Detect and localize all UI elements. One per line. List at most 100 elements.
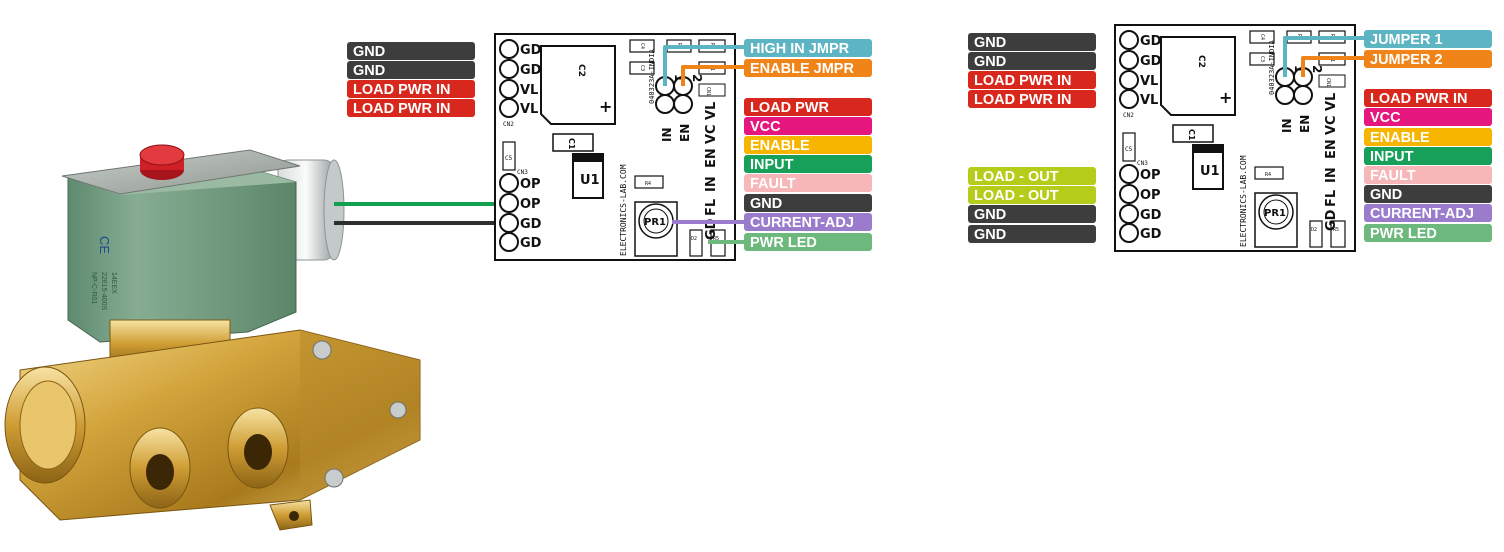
right-pin-label-bg: [744, 233, 872, 251]
left-pin-label-bg: [347, 99, 475, 117]
left-pin-label-text: LOAD - OUT: [974, 169, 1059, 185]
jumper-in-label: IN: [660, 127, 674, 142]
valve-label-1: NP-C-R01: [90, 272, 97, 304]
jumper-label-bg: [1364, 30, 1492, 48]
cn2-pin-pad: [499, 79, 519, 99]
cn3-pin-label: GD: [1140, 208, 1162, 223]
right-pin-label-text: CURRENT-ADJ: [750, 215, 854, 231]
r5-label: R5: [713, 236, 719, 242]
left-pin-label: GND: [347, 61, 475, 79]
cn3-pin-label: OP: [1140, 168, 1161, 183]
ic-u1-tab: [1193, 145, 1223, 153]
right-pin-label: ENABLE: [1364, 128, 1492, 146]
u1-label: U1: [580, 173, 600, 188]
left-pin-label-text: LOAD - OUT: [974, 188, 1059, 204]
cn2-pin-label: VL: [520, 83, 538, 98]
left-pin-label-bg: [968, 71, 1096, 89]
right-pin-label-text: PWR LED: [1370, 226, 1437, 242]
cn2-pin-pad: [499, 39, 519, 59]
left-pin-label-bg: [968, 33, 1096, 51]
jumper-2-number: 2: [1310, 65, 1324, 73]
cn1-pin-label: VL: [1324, 93, 1339, 111]
left-pin-label-bg: [968, 52, 1096, 70]
cn3-pin-pad: [1119, 164, 1139, 184]
cn3-pin-pad: [499, 213, 519, 233]
jumper-en-label: EN: [678, 124, 692, 142]
cn1-pin-label: FL: [704, 199, 719, 216]
jumper-1-number: 1: [1292, 65, 1306, 73]
right-pin-label: INPUT: [1364, 147, 1492, 165]
left-pin-label-text: LOAD PWR IN: [974, 92, 1071, 108]
resistor-r5: [1330, 220, 1346, 248]
left-pin-label-bg: [968, 225, 1096, 243]
cn2-pin-label: GD: [1140, 54, 1162, 69]
right-pin-label: FAULT: [744, 174, 872, 192]
valve-label-3: 14EEX: [110, 272, 117, 294]
board-code: 040323A-INDIA: [1268, 39, 1276, 95]
ce-mark: CE: [97, 236, 112, 254]
right-pin-label: VCC: [744, 117, 872, 135]
left-pin-label-text: GND: [974, 35, 1006, 51]
right-pin-label-bg: [1364, 185, 1492, 203]
jumper-label-bg: [744, 39, 872, 57]
cn1-pin-label: GD: [1324, 209, 1339, 231]
right-pin-label-text: FAULT: [750, 176, 796, 192]
left-pin-label: GND: [968, 225, 1096, 243]
c2-plus: +: [599, 97, 612, 116]
left-pin-label: LOAD - OUT: [968, 167, 1096, 185]
cn1-pin-label: EN: [704, 148, 719, 168]
c3-label: C3: [639, 65, 645, 71]
right-pin-label-bg: [744, 117, 872, 135]
cn2-pin-label: VL: [1140, 74, 1158, 89]
cn3-pin-label: OP: [1140, 188, 1161, 203]
left-pin-label-text: LOAD PWR IN: [353, 82, 450, 98]
left-pin-label: GND: [968, 33, 1096, 51]
cn3-pin-pad: [1119, 204, 1139, 224]
capacitor-c2: [1160, 36, 1236, 116]
cn3-pin-pad: [1119, 223, 1139, 243]
right-pin-label-bg: [1364, 108, 1492, 126]
right-pin-label-bg: [744, 174, 872, 192]
right-pin-label-bg: [744, 155, 872, 173]
cn3-pin-pad: [1119, 184, 1139, 204]
right-pin-label-text: GND: [750, 196, 782, 212]
right-pin-label: GND: [1364, 185, 1492, 203]
cn2-pin-pad: [499, 98, 519, 118]
pr1-label: PR1: [1264, 208, 1286, 219]
cn1-pin-label: VC: [1324, 115, 1339, 135]
right-pin-label-text: GND: [1370, 187, 1402, 203]
jumper-1-number: 1: [672, 74, 686, 82]
c1-label: C1: [567, 138, 576, 150]
cn3-label: CN3: [517, 169, 528, 176]
brand-text: ELECTRONICS-LAB.COM: [1239, 155, 1248, 247]
c3-label: C3: [1259, 56, 1265, 62]
potentiometer-pr1-outline: [1254, 192, 1298, 248]
right-pin-label-text: VCC: [1370, 110, 1401, 126]
capacitor-c4: [629, 39, 655, 53]
left-pin-label: GND: [347, 42, 475, 60]
left-pin-label: LOAD - OUT: [968, 186, 1096, 204]
jumper-label-text: ENABLE JMPR: [750, 61, 854, 77]
cn3-pin-pad: [499, 232, 519, 252]
right-pin-label-bg: [1364, 204, 1492, 222]
potentiometer-knob: [1263, 199, 1289, 225]
potentiometer-pr1-outline: [634, 201, 678, 257]
resistor-r4: [1254, 166, 1284, 180]
jumper-label-text: JUMPER 1: [1370, 32, 1443, 48]
left-pin-label: GND: [968, 205, 1096, 223]
right-pin-label-text: INPUT: [750, 157, 794, 173]
r4-label: R4: [1265, 172, 1271, 178]
jumper-1-leader: [1283, 36, 1364, 77]
left-pin-label-text: GND: [974, 54, 1006, 70]
left-pin-label-text: LOAD PWR IN: [974, 73, 1071, 89]
left-pin-label: LOAD PWR IN: [968, 71, 1096, 89]
jumper-in-label: IN: [1280, 118, 1294, 133]
left-pin-label: LOAD PWR IN: [968, 90, 1096, 108]
left-pin-label-bg: [347, 80, 475, 98]
cn1-pin-label: IN: [1324, 167, 1339, 183]
c2-label: C2: [576, 64, 586, 77]
brand-text: ELECTRONICS-LAB.COM: [619, 164, 628, 256]
right-pin-label-bg: [744, 136, 872, 154]
cn1-pin-label: EN: [1324, 139, 1339, 159]
